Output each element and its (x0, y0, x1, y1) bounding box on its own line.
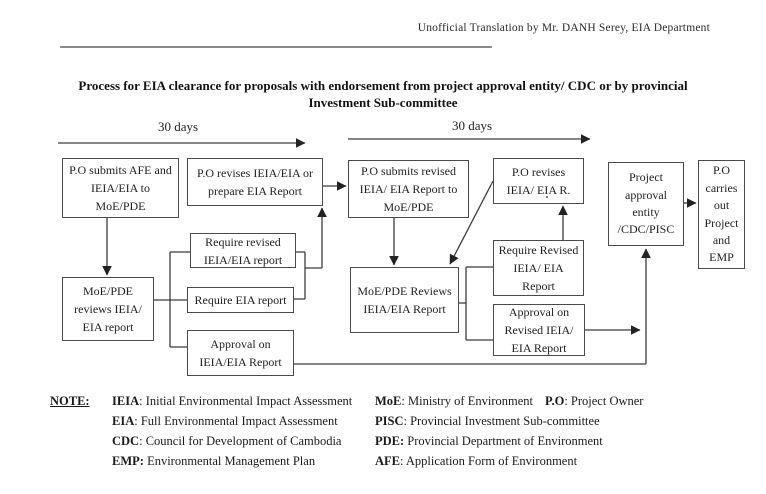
note-row-pisc: PISC: Provincial Investment Sub-committe… (375, 414, 600, 428)
page-title-line1: Process for EIA clearance for proposals … (78, 78, 688, 93)
box-po-carries-out: P.O carries out Project and EMP (698, 160, 745, 269)
note-heading: NOTE: (50, 394, 90, 408)
note-row-eia: EIA: Full Environmental Impact Assessmen… (112, 414, 338, 428)
page-title-line2: Investment Sub-committee (308, 95, 458, 110)
note-row-ieia: IEIA: Initial Environmental Impact Asses… (112, 394, 353, 408)
note-row-afe: AFE: Application Form of Environment (375, 454, 578, 468)
box-moe-reviews-1: MoE/PDE reviews IEIA/ EIA report (62, 277, 154, 341)
note-row-cdc: CDC: Council for Development of Cambodia (112, 434, 342, 448)
box-po-revises-ieia: P.O revises IEIA/EIA or prepare EIA Repo… (187, 158, 323, 206)
box-require-eia-report: Require EIA report (187, 287, 294, 313)
box-require-revised-2: Require Revised IEIA/ EIA Report (493, 240, 584, 296)
page-title: Process for EIA clearance for proposals … (0, 77, 766, 111)
translation-note: Unofficial Translation by Mr. DANH Serey… (417, 22, 710, 34)
timeline-label-second-30-days: 30 days (452, 118, 493, 133)
header-divider (60, 46, 492, 48)
box-po-submits-afe: P.O submits AFE and IEIA/EIA to MoE/PDE (62, 158, 179, 218)
stray-period-mark (546, 196, 548, 198)
bracket-require-to-revise (294, 251, 322, 300)
box-require-revised-report: Require revised IEIA/EIA report (190, 233, 296, 268)
box-approval-revised: Approval on Revised IEIA/ EIA Report (493, 304, 585, 356)
box-po-revises-r: P.O revises IEIA/ EIA R. (493, 158, 584, 204)
note-row-emp: EMP: Environmental Management Plan (112, 454, 316, 468)
box-approval-ieia: Approval on IEIA/EIA Report (187, 330, 294, 376)
box-moe-reviews-2: MoE/PDE Reviews IEIA/EIA Report (350, 267, 459, 333)
timeline-label-first-30-days: 30 days (158, 119, 199, 134)
box-po-submits-revised: P.O submits revised IEIA/ EIA Report to … (348, 160, 469, 218)
note-column-1: IEIA: Initial Environmental Impact Asses… (112, 391, 352, 471)
bracket-left-outcomes (169, 251, 190, 348)
bracket-right-outcomes (459, 266, 493, 341)
arrow-revises-r-to-reviews2 (449, 180, 494, 265)
box-project-approval-entity: Project approval entity /CDC/PISC (608, 162, 684, 246)
note-row-pde: PDE: Provincial Department of Environmen… (375, 434, 603, 448)
